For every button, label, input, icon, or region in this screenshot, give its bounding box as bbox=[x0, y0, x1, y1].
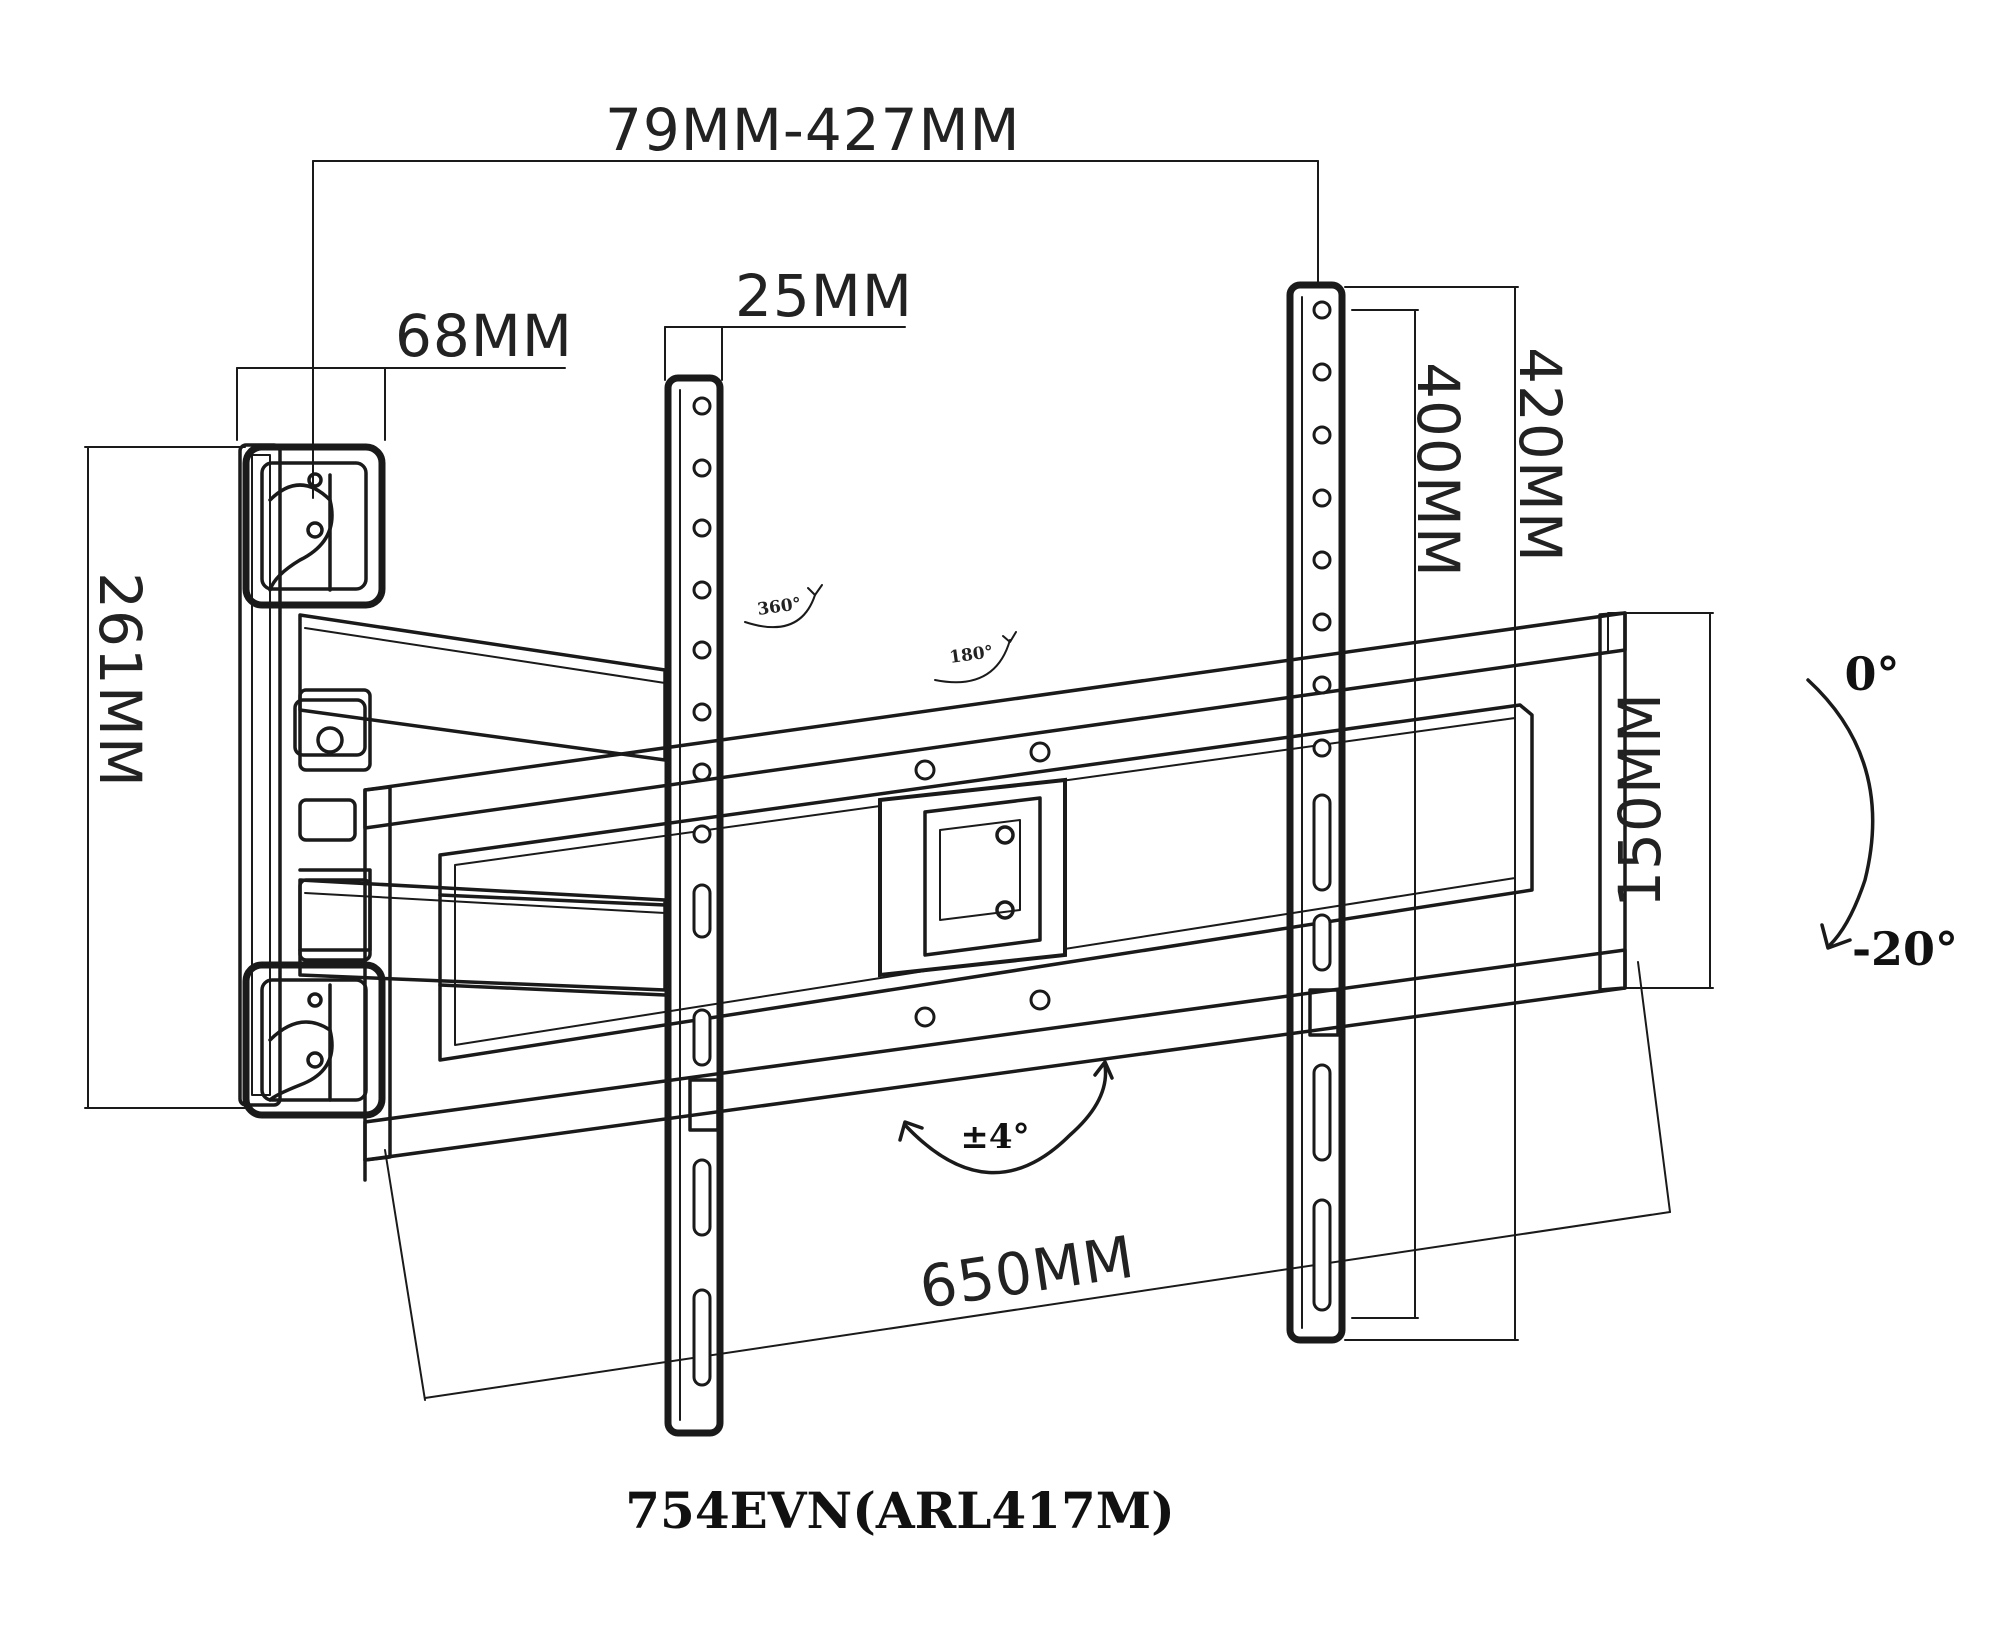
dimension-lines bbox=[84, 160, 1714, 1401]
arm-extension-label: 79MM-427MM bbox=[605, 96, 1021, 164]
swivel-360-label: 360° bbox=[756, 594, 802, 620]
bracket-height-label: 150MM bbox=[1606, 692, 1674, 908]
tilt-bottom-label: -20° bbox=[1852, 922, 1958, 976]
level-adjust-label: ±4° bbox=[960, 1117, 1029, 1157]
hole-spacing-label: 400MM bbox=[1404, 362, 1472, 578]
wall-plate bbox=[238, 443, 386, 1119]
left-rail-holes bbox=[688, 396, 720, 1387]
wall-plate-height-label: 261MM bbox=[86, 572, 154, 788]
angle-labels: 360° 180° ±4° 0° -20° bbox=[756, 594, 1958, 1157]
rotation-arrows bbox=[744, 584, 1875, 1175]
model-number: 754EVN(ARL417M) bbox=[625, 1481, 1175, 1540]
wall-plate-width-label: 68MM bbox=[395, 302, 573, 370]
right-rail-holes bbox=[1308, 300, 1340, 1312]
right-vertical-rail bbox=[1286, 281, 1346, 1344]
horizontal-span-label: 650MM bbox=[915, 1223, 1138, 1322]
dimension-labels: 79MM-427MM 25MM 68MM 261MM 400MM 420MM 1… bbox=[86, 96, 1674, 1322]
tv-bracket-frame bbox=[363, 611, 1627, 1182]
swivel-180-label: 180° bbox=[948, 642, 994, 668]
tilt-top-label: 0° bbox=[1844, 647, 1899, 701]
left-vertical-rail bbox=[664, 374, 724, 1437]
rail-width-label: 25MM bbox=[735, 262, 913, 330]
rail-length-label: 420MM bbox=[1506, 347, 1574, 563]
